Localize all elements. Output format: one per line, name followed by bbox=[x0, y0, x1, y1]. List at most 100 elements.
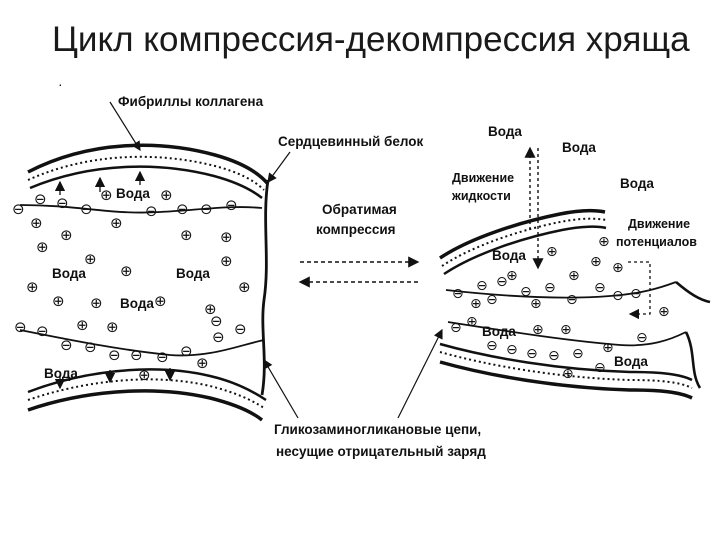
negative-charge-symbol: ⊖ bbox=[130, 346, 143, 364]
right-compressed-section bbox=[439, 146, 711, 400]
negative-charge-symbol: ⊖ bbox=[234, 320, 247, 338]
negative-charge-symbol: ⊖ bbox=[60, 336, 73, 354]
positive-charge-symbol: ⊕ bbox=[204, 300, 217, 318]
negative-charge-symbol: ⊖ bbox=[12, 200, 25, 218]
positive-charge-symbol: ⊕ bbox=[568, 268, 580, 284]
gag-chains-label-line1: Гликозаминогликановые цепи, bbox=[274, 422, 481, 437]
positive-charge-symbol: ⊕ bbox=[36, 238, 49, 256]
water-label: Вода bbox=[482, 324, 516, 339]
water-label: Вода bbox=[52, 266, 86, 281]
negative-charge-symbol: ⊖ bbox=[612, 288, 624, 304]
negative-charge-symbol: ⊖ bbox=[34, 190, 47, 208]
negative-charge-symbol: ⊖ bbox=[594, 280, 606, 296]
positive-charge-symbol: ⊕ bbox=[530, 296, 542, 312]
left-decompressed-section bbox=[19, 143, 270, 422]
positive-charge-symbol: ⊕ bbox=[506, 268, 518, 284]
fluid-movement-label-line1: Движение bbox=[452, 171, 514, 185]
negative-charge-symbol: ⊖ bbox=[572, 346, 584, 362]
water-label: Вода bbox=[120, 296, 154, 311]
water-label: Вода bbox=[620, 176, 654, 191]
right-charges: ⊖ ⊖ ⊖ ⊖ ⊖ ⊖ ⊖ ⊖ ⊖ ⊖ ⊕ ⊕ ⊕ ⊕ ⊕ ⊕ ⊕ ⊕ ⊕ ⊕ … bbox=[450, 234, 670, 382]
negative-charge-symbol: ⊖ bbox=[108, 346, 121, 364]
core-protein-label: Сердцевинный белок bbox=[278, 134, 424, 149]
positive-charge-symbol: ⊕ bbox=[52, 292, 65, 310]
positive-charge-symbol: ⊕ bbox=[90, 294, 103, 312]
right-core-protein bbox=[675, 281, 711, 389]
positive-charge-symbol: ⊕ bbox=[120, 262, 133, 280]
positive-charge-symbol: ⊕ bbox=[562, 366, 574, 382]
negative-charge-symbol: ⊖ bbox=[200, 200, 213, 218]
bottom-collagen-band bbox=[27, 368, 267, 402]
water-label: Вода bbox=[562, 140, 596, 155]
negative-charge-symbol: ⊖ bbox=[486, 292, 498, 308]
upper-gag-chain bbox=[19, 204, 263, 214]
positive-charge-symbol: ⊕ bbox=[100, 186, 113, 204]
positive-charge-symbol: ⊕ bbox=[598, 234, 610, 250]
gag-chains-label-line2: несущие отрицательный заряд bbox=[276, 444, 486, 459]
negative-charge-symbol: ⊖ bbox=[225, 196, 238, 214]
negative-charge-symbol: ⊖ bbox=[476, 278, 488, 294]
positive-charge-symbol: ⊕ bbox=[110, 214, 123, 232]
positive-charge-symbol: ⊕ bbox=[238, 278, 251, 296]
negative-charge-symbol: ⊖ bbox=[526, 346, 538, 362]
negative-charge-symbol: ⊖ bbox=[486, 338, 498, 354]
negative-charge-symbol: ⊖ bbox=[450, 320, 462, 336]
water-label: Вода bbox=[116, 186, 150, 201]
positive-charge-symbol: ⊕ bbox=[196, 354, 209, 372]
right-top-collagen-band bbox=[439, 208, 606, 260]
positive-charge-symbol: ⊕ bbox=[154, 292, 167, 310]
negative-charge-symbol: ⊖ bbox=[566, 292, 578, 308]
reversible-compression-label-line1: Обратимая bbox=[322, 202, 397, 217]
negative-charge-symbol: ⊖ bbox=[506, 342, 518, 358]
positive-charge-symbol: ⊕ bbox=[532, 322, 544, 338]
negative-charge-symbol: ⊖ bbox=[156, 348, 169, 366]
water-label: Вода bbox=[488, 124, 522, 139]
negative-charge-symbol: ⊖ bbox=[14, 318, 27, 336]
water-label: Вода bbox=[492, 248, 526, 263]
negative-charge-symbol: ⊖ bbox=[544, 280, 556, 296]
positive-charge-symbol: ⊕ bbox=[590, 254, 602, 270]
negative-charge-symbol: ⊖ bbox=[36, 322, 49, 340]
positive-charge-symbol: ⊕ bbox=[180, 226, 193, 244]
positive-charge-symbol: ⊕ bbox=[220, 228, 233, 246]
negative-charge-symbol: ⊖ bbox=[452, 286, 464, 302]
positive-charge-symbol: ⊕ bbox=[470, 296, 482, 312]
negative-charge-symbol: ⊖ bbox=[84, 338, 97, 356]
right-lower-gag-chain bbox=[447, 321, 687, 347]
lower-gag-chain bbox=[19, 329, 265, 357]
positive-charge-symbol: ⊕ bbox=[30, 214, 43, 232]
positive-charge-symbol: ⊕ bbox=[106, 318, 119, 336]
positive-charge-symbol: ⊕ bbox=[84, 250, 97, 268]
slide-title: Цикл компрессия-декомпрессия хряща bbox=[52, 20, 690, 59]
positive-charge-symbol: ⊕ bbox=[220, 252, 233, 270]
negative-charge-symbol: ⊖ bbox=[180, 342, 193, 360]
right-upper-gag-chain bbox=[445, 281, 677, 299]
negative-charge-symbol: ⊖ bbox=[520, 284, 532, 300]
positive-charge-symbol: ⊕ bbox=[612, 260, 624, 276]
water-label: Вода bbox=[176, 266, 210, 281]
negative-charge-symbol: ⊖ bbox=[176, 200, 189, 218]
positive-charge-symbol: ⊕ bbox=[160, 186, 173, 204]
water-label: Вода bbox=[614, 354, 648, 369]
positive-charge-symbol: ⊕ bbox=[138, 366, 151, 384]
potential-movement-arrow bbox=[628, 261, 651, 320]
right-bottom-collagen-band bbox=[439, 342, 693, 382]
positive-charge-symbol: ⊕ bbox=[466, 314, 478, 330]
potential-movement-label-line1: Движение bbox=[628, 217, 690, 231]
negative-charge-symbol: ⊖ bbox=[145, 202, 158, 220]
left-charges: ⊖ ⊖ ⊖ ⊖ ⊖ ⊖ ⊖ ⊖ ⊕ ⊕ ⊕ ⊕ ⊕ ⊕ ⊕ ⊕ ⊕ ⊕ ⊕ ⊕ … bbox=[12, 186, 251, 384]
bullet-mark: · bbox=[58, 76, 63, 92]
negative-charge-symbol: ⊖ bbox=[210, 312, 223, 330]
negative-charge-symbol: ⊖ bbox=[496, 274, 508, 290]
fluid-movement-label-line2: жидкости bbox=[451, 189, 511, 203]
positive-charge-symbol: ⊕ bbox=[658, 304, 670, 320]
top-collagen-band bbox=[27, 143, 270, 186]
water-label: Вода bbox=[44, 366, 78, 381]
positive-charge-symbol: ⊕ bbox=[76, 316, 89, 334]
negative-charge-symbol: ⊖ bbox=[636, 330, 648, 346]
collagen-fibrils-label: Фибриллы коллагена bbox=[118, 94, 264, 109]
negative-charge-symbol: ⊖ bbox=[80, 200, 93, 218]
negative-charge-symbol: ⊖ bbox=[594, 360, 606, 376]
negative-charge-symbol: ⊖ bbox=[630, 286, 642, 302]
